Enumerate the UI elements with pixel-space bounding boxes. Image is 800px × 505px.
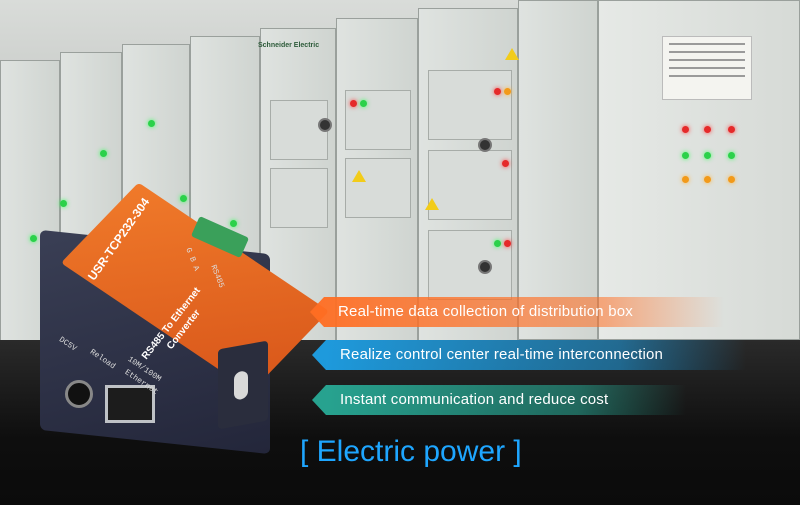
indicator-light [148, 120, 155, 127]
banner-bar [324, 297, 724, 327]
banner-arrow [312, 340, 326, 370]
banner-arrow [312, 385, 326, 415]
cabinet-door [345, 158, 411, 218]
indicator-light [100, 150, 107, 157]
indicator-light [682, 126, 689, 133]
cabinet-door [270, 100, 328, 160]
cabinet [518, 0, 598, 340]
indicator-light [360, 100, 367, 107]
indicator-light [494, 88, 501, 95]
indicator-light [350, 100, 357, 107]
ethernet-port [105, 385, 155, 423]
indicator-light [704, 152, 711, 159]
cabinet-door [428, 150, 512, 220]
indicator-light [180, 195, 187, 202]
rotary-handle [478, 138, 492, 152]
feature-banner-3: Instant communication and reduce cost [312, 385, 692, 415]
cabinet-brand-label: Schneider Electric [258, 42, 320, 49]
indicator-light [704, 176, 711, 183]
cabinet-door [270, 168, 328, 228]
warning-icon [425, 198, 439, 210]
indicator-light [504, 88, 511, 95]
indicator-light [728, 126, 735, 133]
indicator-light [704, 126, 711, 133]
mounting-slot [234, 370, 248, 401]
warning-icon [352, 170, 366, 182]
indicator-light [682, 176, 689, 183]
indicator-light [504, 240, 511, 247]
headline: [ Electric power ] [300, 435, 522, 468]
feature-text-3: Instant communication and reduce cost [340, 391, 609, 408]
feature-banner-1: Real-time data collection of distributio… [310, 297, 730, 327]
feature-banner-2: Realize control center real-time interco… [312, 340, 752, 370]
cabinet-door [345, 90, 411, 150]
mounting-bracket [218, 340, 268, 430]
cabinet-door [428, 70, 512, 140]
warning-icon [505, 48, 519, 60]
rotary-handle [478, 260, 492, 274]
banner-bar [326, 385, 686, 415]
banner-arrow [310, 297, 324, 327]
indicator-light [728, 152, 735, 159]
banner-bar [326, 340, 746, 370]
indicator-light [30, 235, 37, 242]
posted-notice [662, 36, 752, 100]
indicator-light [728, 176, 735, 183]
indicator-light [682, 152, 689, 159]
dc-jack-port [65, 380, 93, 408]
rotary-handle [318, 118, 332, 132]
indicator-light [502, 160, 509, 167]
indicator-light [60, 200, 67, 207]
feature-text-1: Real-time data collection of distributio… [338, 303, 633, 320]
indicator-light [230, 220, 237, 227]
feature-text-2: Realize control center real-time interco… [340, 346, 664, 363]
indicator-light [494, 240, 501, 247]
